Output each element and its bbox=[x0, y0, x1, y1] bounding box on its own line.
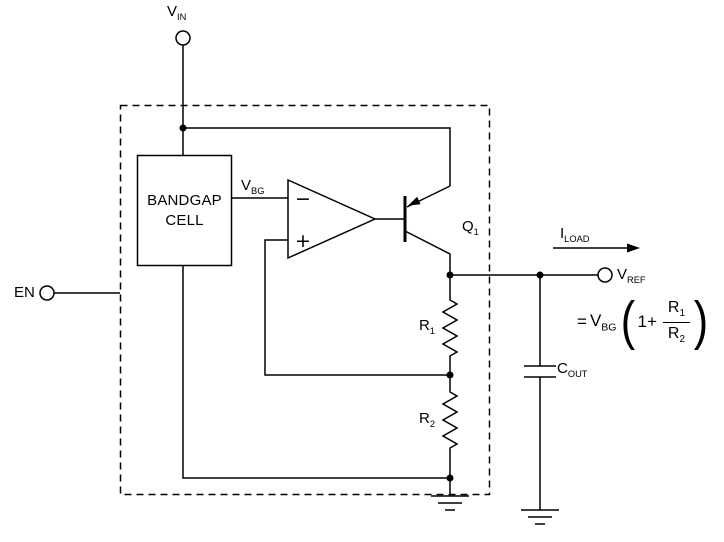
equation-equals: = bbox=[577, 312, 587, 331]
equation-vbg-sub: BG bbox=[601, 321, 617, 334]
r1-label-sub: 1 bbox=[429, 326, 436, 336]
vref-label-main: V bbox=[617, 266, 628, 283]
vref-terminal bbox=[597, 267, 613, 283]
equation-denominator-main: R bbox=[667, 324, 680, 342]
iload-arrowhead-icon bbox=[627, 243, 640, 253]
vin-terminal bbox=[175, 30, 191, 46]
junction-dot bbox=[446, 474, 454, 482]
junction-dot bbox=[536, 271, 544, 279]
vref-label-sub: REF bbox=[627, 275, 646, 285]
iload-label-sub: LOAD bbox=[564, 234, 590, 244]
q1-label-main: Q bbox=[462, 218, 474, 235]
resistor-r2 bbox=[441, 375, 459, 478]
r2-label-sub: 2 bbox=[429, 419, 436, 429]
r2-label: R2 bbox=[419, 410, 436, 429]
iload-label: ILOAD bbox=[560, 225, 590, 244]
r1-label-main: R bbox=[419, 317, 430, 334]
iload-label-main: I bbox=[560, 225, 565, 242]
bandgap-cell-label-line1: BANDGAP bbox=[147, 192, 222, 209]
vin-label: VIN bbox=[167, 3, 187, 22]
q1-label-sub: 1 bbox=[473, 227, 479, 237]
resistor-r1 bbox=[441, 275, 459, 375]
ground-icon bbox=[431, 478, 469, 511]
cout-label-main: C bbox=[557, 360, 568, 377]
vref-equation: = VBG ( 1+ R1 R2 ) bbox=[577, 292, 709, 352]
equation-open-paren: ( bbox=[620, 291, 635, 352]
r1-label: R1 bbox=[419, 317, 436, 336]
equation-denominator: R2 bbox=[662, 321, 690, 345]
vin-label-sub: IN bbox=[177, 12, 187, 22]
equation-numerator-main: R bbox=[667, 299, 680, 317]
r2-label-main: R bbox=[419, 410, 430, 427]
vbg-label: VBG bbox=[241, 177, 265, 196]
cout-label: COUT bbox=[557, 360, 588, 379]
cout-label-sub: OUT bbox=[567, 369, 588, 379]
ic-boundary-box bbox=[119, 104, 491, 496]
en-terminal bbox=[39, 285, 55, 301]
capacitor-cout bbox=[524, 275, 556, 510]
junction-dot bbox=[446, 371, 454, 379]
equation-vbg-main: V bbox=[589, 311, 602, 331]
junction-dot bbox=[179, 124, 187, 132]
bandgap-cell-label: BANDGAP CELL bbox=[137, 191, 232, 232]
equation-vbg: VBG bbox=[590, 311, 617, 333]
opamp-triangle bbox=[287, 178, 377, 260]
junction-dots bbox=[179, 124, 544, 482]
wire-ground-rail bbox=[182, 265, 450, 479]
q1-emitter-arrow bbox=[408, 196, 421, 206]
equation-fraction: R1 R2 bbox=[662, 299, 690, 345]
opamp-inverting-input-sign: − bbox=[295, 188, 311, 210]
vbg-label-sub: BG bbox=[251, 186, 265, 196]
wire-top-rail bbox=[183, 127, 451, 186]
equation-denominator-sub: 2 bbox=[679, 333, 685, 345]
vin-label-main: V bbox=[167, 3, 178, 20]
wire-feedback bbox=[264, 239, 450, 376]
junction-dot bbox=[446, 271, 454, 279]
en-label: EN bbox=[14, 284, 35, 301]
bandgap-cell-label-line2: CELL bbox=[165, 212, 204, 230]
opamp-noninverting-input-sign: + bbox=[295, 230, 311, 252]
equation-numerator: R1 bbox=[663, 299, 690, 321]
equation-close-paren: ) bbox=[693, 291, 709, 352]
bandgap-cell-box bbox=[136, 154, 233, 267]
equation-numerator-sub: 1 bbox=[679, 308, 685, 320]
equation-one-plus: 1+ bbox=[637, 312, 657, 331]
vbg-label-main: V bbox=[241, 177, 252, 194]
ground-cout-icon bbox=[521, 509, 559, 525]
q1-label: Q1 bbox=[462, 218, 479, 237]
vref-label: VREF bbox=[617, 266, 646, 285]
q1-collector bbox=[404, 230, 451, 275]
